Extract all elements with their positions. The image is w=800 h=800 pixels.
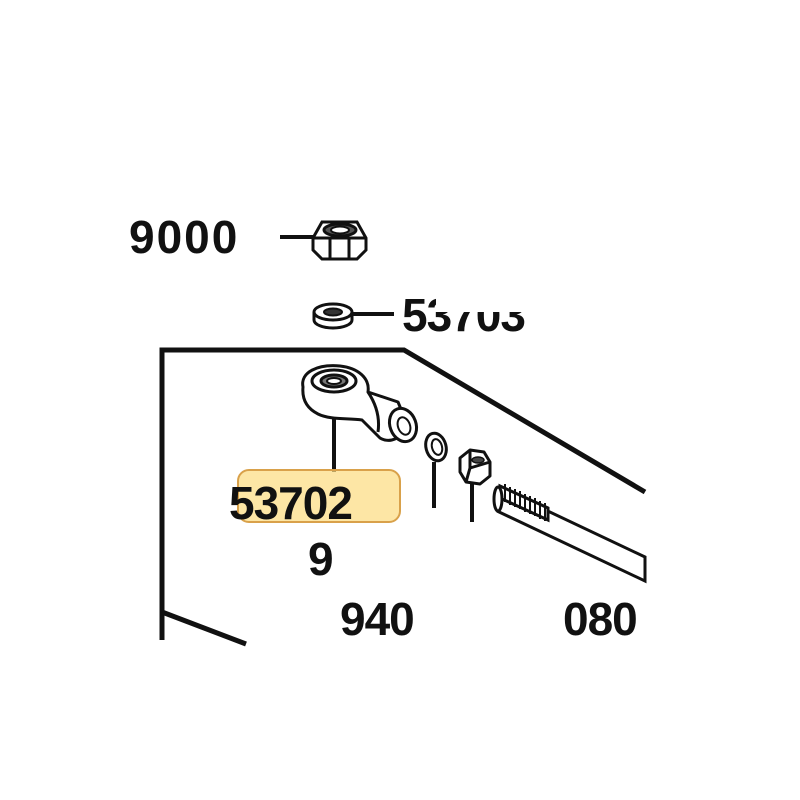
label-crop-washer: 53703 xyxy=(402,292,556,338)
label-crop-080: 080 xyxy=(563,590,645,646)
small-hex-nut-icon xyxy=(458,448,492,486)
frame-bottom-edge xyxy=(161,609,247,647)
threaded-rod-icon xyxy=(492,483,647,584)
bottom-left-part-number: 940 xyxy=(340,593,415,645)
flat-washer-icon xyxy=(312,302,354,330)
label-crop-below: 9 xyxy=(308,536,478,582)
highlight-box xyxy=(237,469,401,523)
assembly-frame xyxy=(159,347,647,640)
rod-end-icon xyxy=(301,364,419,444)
label-crop-nut: 9000 xyxy=(129,214,258,260)
below-part-number: 9 xyxy=(308,533,334,585)
highlighted-part-number[interactable]: 53702 xyxy=(229,477,353,529)
nut-part-number: 9000 xyxy=(129,211,240,263)
lock-washer-icon xyxy=(424,431,448,463)
bottom-right-part-number: 080 xyxy=(563,593,638,645)
hex-nut-icon xyxy=(311,220,368,261)
